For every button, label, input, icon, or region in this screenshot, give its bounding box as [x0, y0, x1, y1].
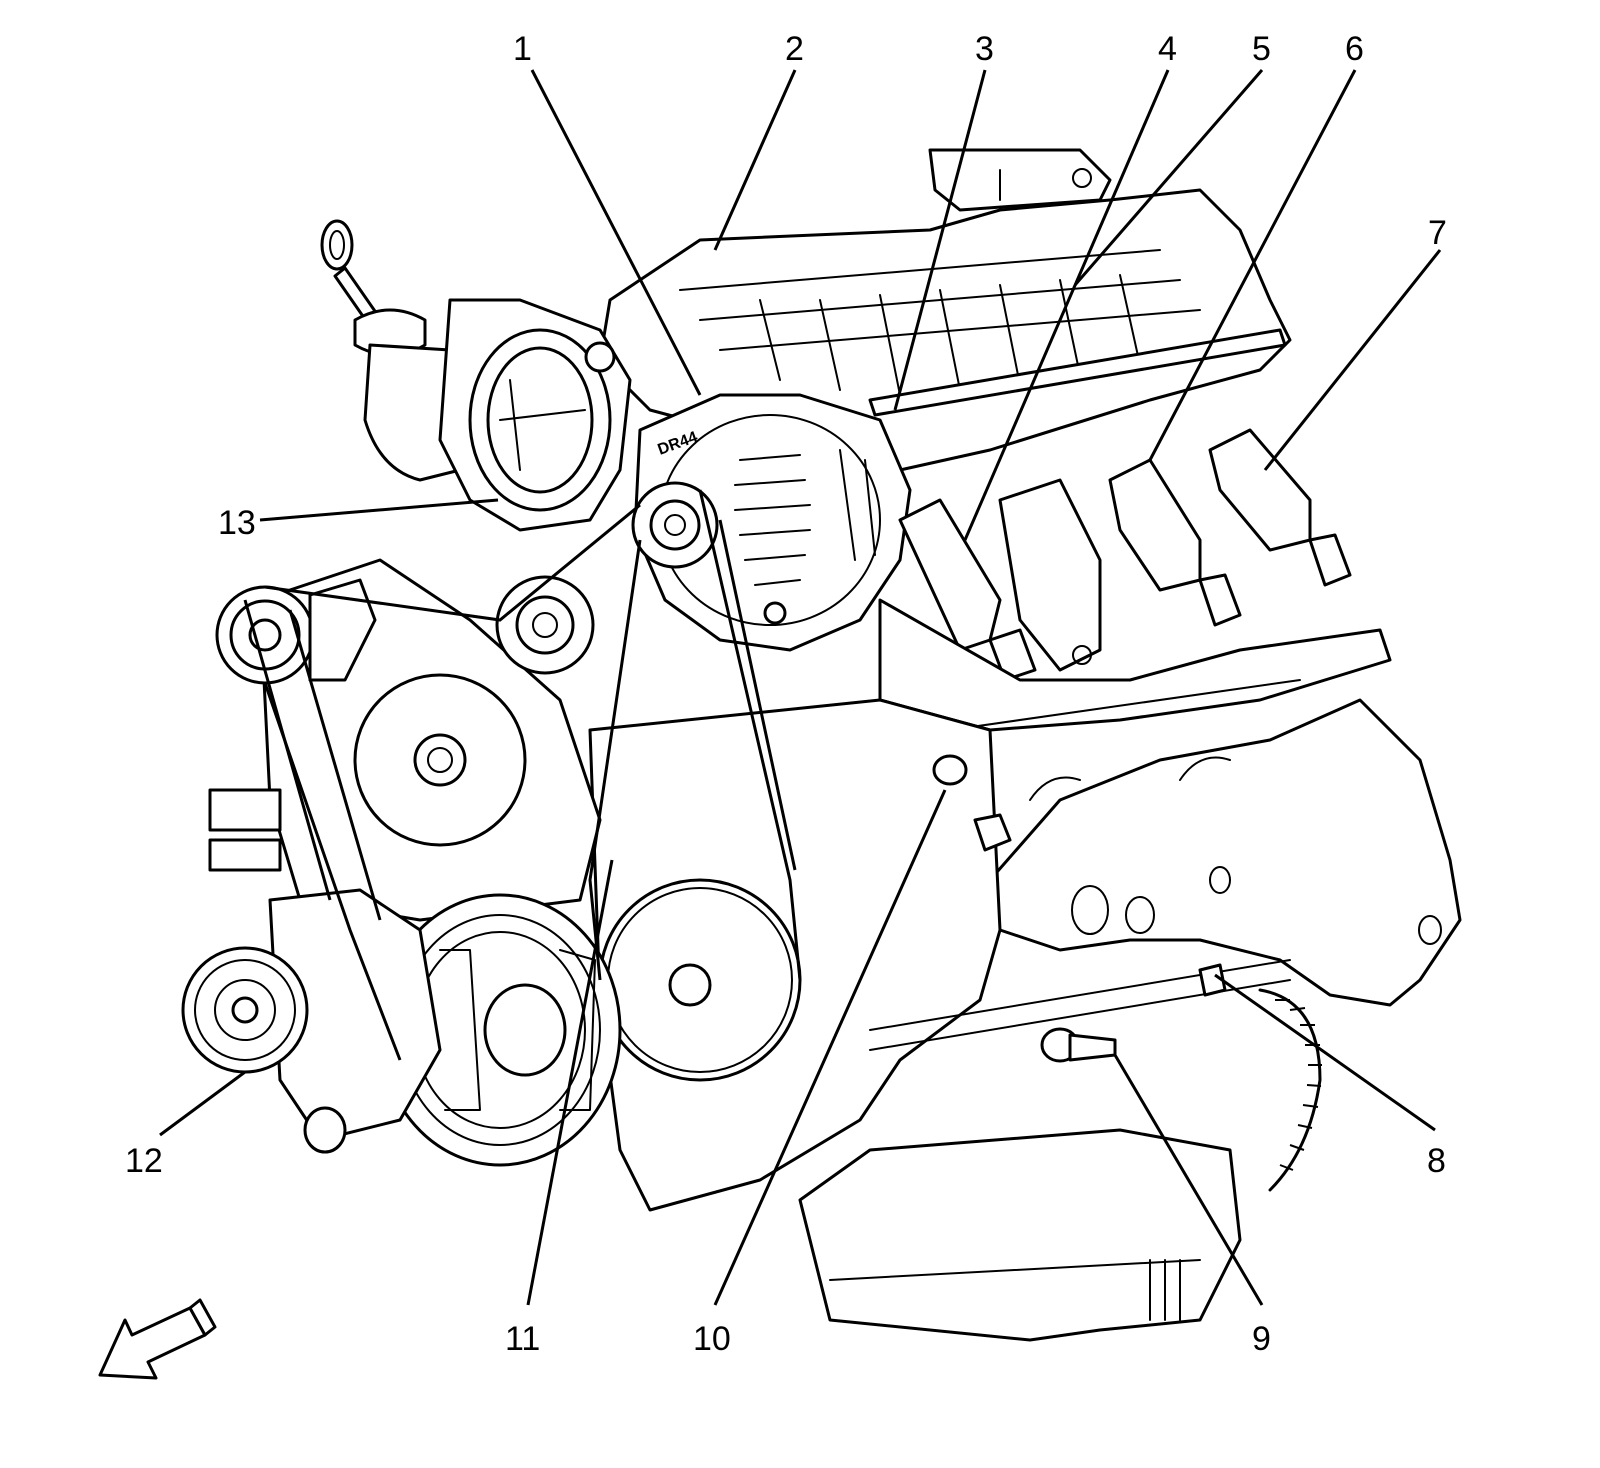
callout-labels: 1 2 3 4 5 6 7 8 9 10 11 12 13 [125, 30, 1447, 1358]
callout-11: 11 [505, 1320, 540, 1358]
flywheel-ring-gear [1258, 988, 1322, 1192]
leader-line-1 [530, 69, 702, 396]
leader-line-12 [159, 1070, 246, 1137]
alternator: DR44 [633, 393, 912, 652]
power-steering-pulley [598, 878, 802, 1082]
callout-7: 7 [1428, 214, 1447, 252]
leader-line-3 [893, 69, 987, 411]
leader-line-2 [713, 69, 797, 251]
callout-2: 2 [785, 30, 804, 68]
ignition-coil-bank-left [898, 478, 1102, 682]
callout-8: 8 [1427, 1142, 1446, 1180]
ignition-coil-bank-right [1108, 428, 1352, 627]
oil-fill-cap [353, 308, 462, 482]
leader-line-13 [259, 498, 499, 522]
leader-lines [159, 69, 1442, 1306]
oil-pressure-sensor [1198, 963, 1227, 997]
leader-line-11 [526, 859, 614, 1306]
callout-5: 5 [1252, 30, 1271, 68]
knock-sensor [1040, 1027, 1117, 1063]
alternator-pulley [631, 481, 719, 569]
callout-9: 9 [1252, 1320, 1271, 1358]
callout-4: 4 [1158, 30, 1177, 68]
camshaft-position-sensor [932, 754, 1012, 852]
throttle-body [438, 298, 632, 532]
ac-compressor [181, 888, 442, 1154]
callout-13: 13 [218, 504, 256, 542]
callout-6: 6 [1345, 30, 1364, 68]
callout-3: 3 [975, 30, 994, 68]
leader-line-9 [1113, 1054, 1264, 1306]
crankshaft-balancer [378, 893, 622, 1167]
front-direction-arrow-icon [98, 1298, 217, 1380]
callout-1: 1 [513, 30, 532, 68]
leader-line-7 [1263, 249, 1442, 471]
callout-10: 10 [693, 1320, 731, 1358]
tensioner-pulley [495, 575, 595, 675]
oil-pan [798, 1128, 1242, 1342]
leader-line-5 [1073, 69, 1264, 286]
exhaust-manifold [988, 698, 1462, 1007]
leader-line-8 [1214, 973, 1436, 1132]
leader-line-4 [963, 69, 1170, 541]
water-pump-pulley [353, 673, 527, 847]
callout-12: 12 [125, 1142, 163, 1180]
leader-line-10 [713, 789, 947, 1306]
leader-line-6 [1148, 69, 1357, 461]
